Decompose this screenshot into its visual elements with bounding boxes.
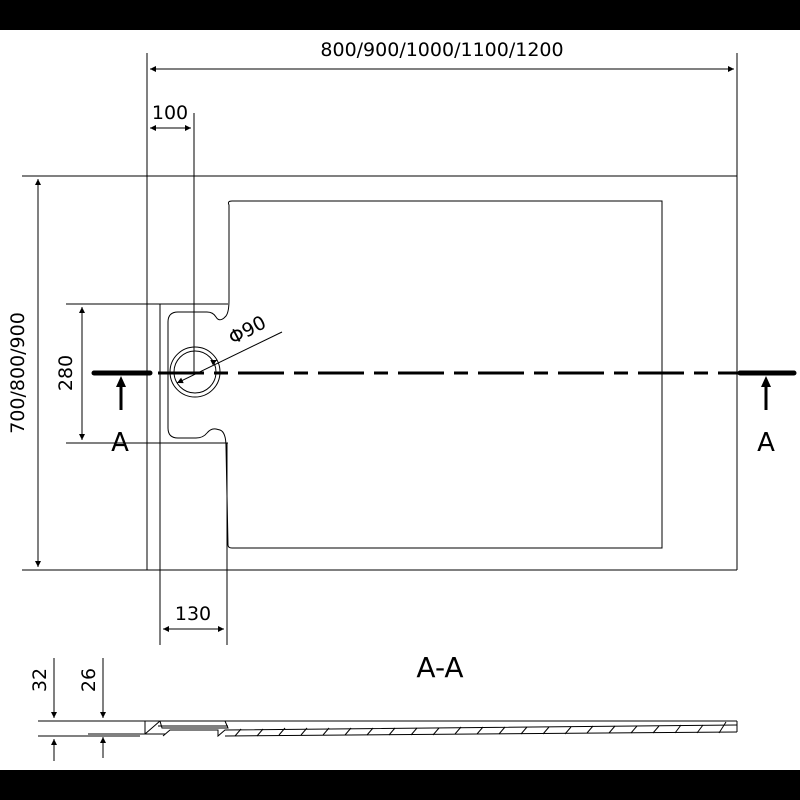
drain: Φ90 <box>169 312 283 398</box>
drain-zone-width-dimension: 130 <box>163 443 228 645</box>
drain-zone-height-label: 280 <box>55 355 77 391</box>
top-frame-band <box>0 0 800 30</box>
bottom-frame-band <box>0 770 800 800</box>
section-marker-right: A <box>757 428 775 458</box>
tray-outline <box>22 175 738 645</box>
section-height-total-dimension: 32 <box>29 658 57 761</box>
section-height-total-label: 32 <box>29 668 51 692</box>
section-profile <box>38 720 738 738</box>
drain-diameter-label: Φ90 <box>225 312 270 350</box>
tray-inner-surface <box>167 200 663 549</box>
section-line: A A <box>91 370 797 458</box>
width-dimension-label: 800/900/1000/1100/1200 <box>320 39 563 61</box>
width-dimension: 800/900/1000/1100/1200 <box>146 39 738 570</box>
section-height-inner-dimension: 26 <box>78 658 106 758</box>
section-title: A-A <box>416 651 463 684</box>
drain-zone-width-label: 130 <box>175 603 211 625</box>
section-height-inner-label: 26 <box>78 668 100 692</box>
offset-dimension: 100 <box>150 102 195 372</box>
section-marker-left: A <box>111 428 129 458</box>
drain-zone-height-dimension: 280 <box>55 307 85 440</box>
offset-dimension-label: 100 <box>152 102 188 124</box>
height-dimension-label: 700/800/900 <box>7 312 29 434</box>
height-dimension: 700/800/900 <box>7 179 41 567</box>
